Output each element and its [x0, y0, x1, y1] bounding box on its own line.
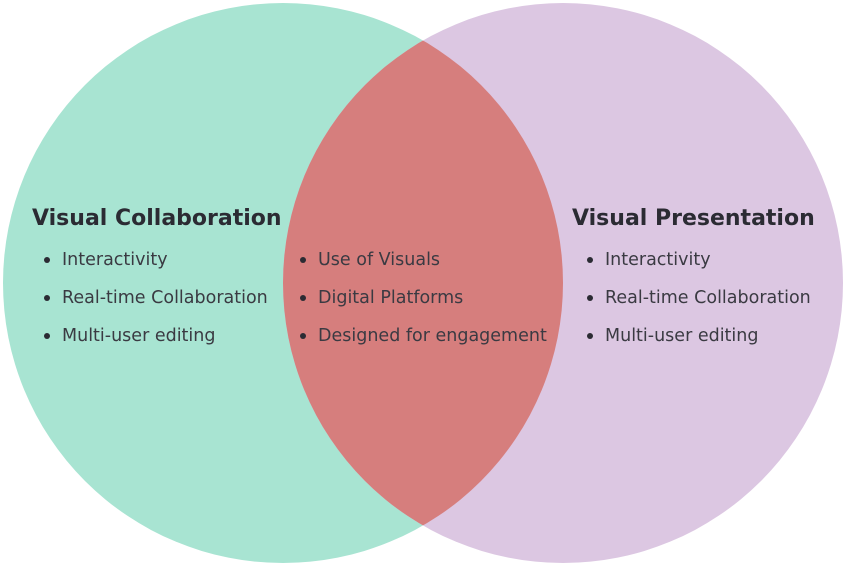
list-item: Use of Visuals	[298, 249, 547, 271]
list-item: Digital Platforms	[298, 287, 547, 309]
left-set-title: Visual Collaboration	[32, 206, 282, 231]
list-item: Interactivity	[585, 249, 811, 271]
list-item: Real-time Collaboration	[585, 287, 811, 309]
list-item-label: Multi-user editing	[62, 326, 216, 346]
list-item-label: Interactivity	[605, 250, 711, 270]
bullet-icon	[44, 333, 50, 339]
right-set-title: Visual Presentation	[572, 206, 815, 231]
list-item: Multi-user editing	[42, 325, 268, 347]
list-item: Interactivity	[42, 249, 268, 271]
left-set-list: Interactivity Real-time Collaboration Mu…	[42, 249, 268, 363]
list-item: Multi-user editing	[585, 325, 811, 347]
bullet-icon	[300, 333, 306, 339]
list-item-label: Real-time Collaboration	[605, 288, 811, 308]
bullet-icon	[300, 295, 306, 301]
bullet-icon	[44, 257, 50, 263]
list-item-label: Multi-user editing	[605, 326, 759, 346]
intersection-region	[283, 3, 563, 563]
bullet-icon	[44, 295, 50, 301]
list-item-label: Use of Visuals	[318, 250, 441, 270]
intersection-list: Use of Visuals Digital Platforms Designe…	[298, 249, 547, 363]
bullet-icon	[587, 295, 593, 301]
list-item-label: Digital Platforms	[318, 288, 464, 308]
bullet-icon	[587, 257, 593, 263]
right-set-list: Interactivity Real-time Collaboration Mu…	[585, 249, 811, 363]
list-item-label: Designed for engagement	[318, 326, 547, 346]
list-item: Real-time Collaboration	[42, 287, 268, 309]
bullet-icon	[300, 257, 306, 263]
list-item: Designed for engagement	[298, 325, 547, 347]
list-item-label: Real-time Collaboration	[62, 288, 268, 308]
bullet-icon	[587, 333, 593, 339]
list-item-label: Interactivity	[62, 250, 168, 270]
